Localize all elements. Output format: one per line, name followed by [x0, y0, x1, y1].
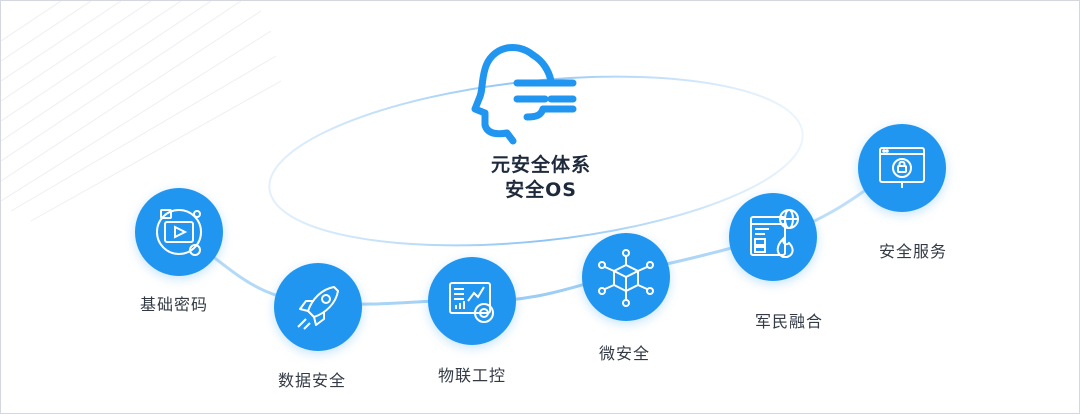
node-label-basic-crypto: 基础密码 [140, 295, 209, 314]
node-label-security-service: 安全服务 [879, 242, 948, 261]
secure-browser-icon [879, 147, 925, 188]
node-label-civil-military: 军民融合 [755, 312, 824, 331]
cube-network-icon [598, 249, 654, 307]
node-security-service[interactable] [858, 124, 946, 212]
node-micro-security[interactable] [582, 233, 670, 321]
node-iot-ics[interactable] [428, 257, 516, 345]
node-label-iot-ics: 物联工控 [438, 366, 507, 385]
center-title-line2: 安全OS [505, 179, 577, 201]
head-profile-icon [471, 44, 577, 145]
node-data-security[interactable] [274, 263, 362, 351]
node-civil-military[interactable] [729, 193, 817, 281]
node-label-data-security: 数据安全 [278, 371, 347, 390]
rocket-icon [297, 286, 339, 330]
line-pattern-decoration [1, 1, 282, 222]
basic-crypto-icon [156, 209, 202, 256]
iot-dashboard-icon [449, 282, 494, 323]
center-title-line1: 元安全体系 [490, 154, 591, 176]
node-basic-crypto[interactable] [135, 188, 223, 276]
node-label-micro-security: 微安全 [599, 344, 651, 363]
globe-firewall-icon [750, 209, 799, 258]
